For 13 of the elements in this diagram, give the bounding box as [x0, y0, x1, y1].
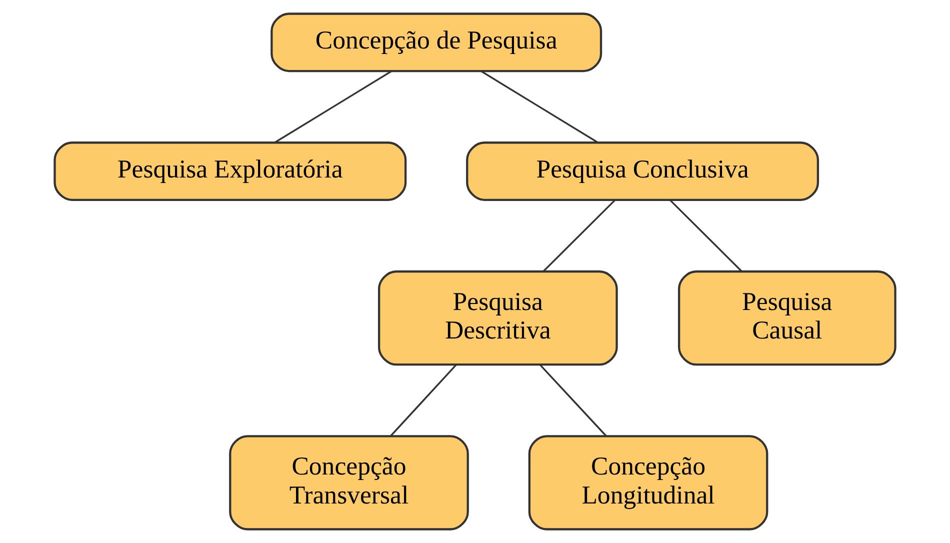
connector [480, 70, 598, 144]
node-box: Pesquisa Conclusiva [466, 142, 820, 201]
node-box: Concepção Transversal [229, 435, 469, 530]
node-box: Concepção de Pesquisa [270, 12, 602, 72]
connector [390, 364, 457, 437]
node-box: Concepção Longitudinal [528, 435, 768, 530]
node-box: Pesquisa Exploratória [54, 142, 407, 201]
connector [670, 200, 742, 272]
connector [540, 364, 607, 437]
node-box: Pesquisa Causal [678, 270, 896, 366]
connector [542, 200, 616, 272]
node-box: Pesquisa Descritiva [378, 270, 618, 366]
connector [274, 70, 392, 144]
